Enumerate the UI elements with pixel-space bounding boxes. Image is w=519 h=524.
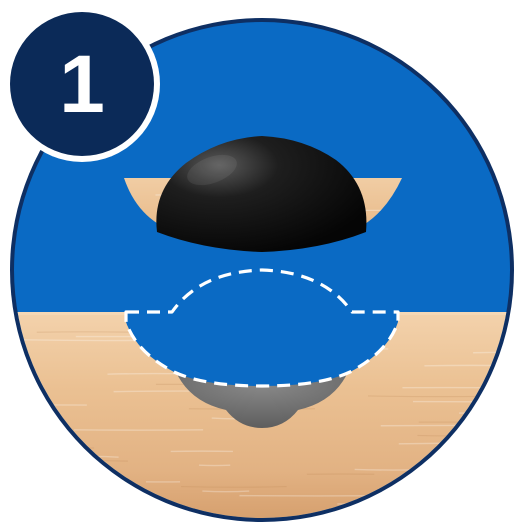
wood-grain-line — [18, 438, 59, 439]
wood-grain-line — [423, 477, 465, 478]
step-number: 1 — [59, 39, 105, 130]
wood-grain-line — [41, 461, 127, 462]
wood-grain-line — [337, 504, 477, 505]
wood-grain-line — [202, 491, 249, 492]
wood-grain-line — [181, 487, 287, 488]
step-badge: 1 — [4, 6, 160, 162]
wood-grain-line — [399, 443, 519, 444]
wood-grain-line — [355, 469, 432, 470]
wood-grain-line — [66, 456, 119, 457]
wood-grain-line — [368, 396, 518, 397]
